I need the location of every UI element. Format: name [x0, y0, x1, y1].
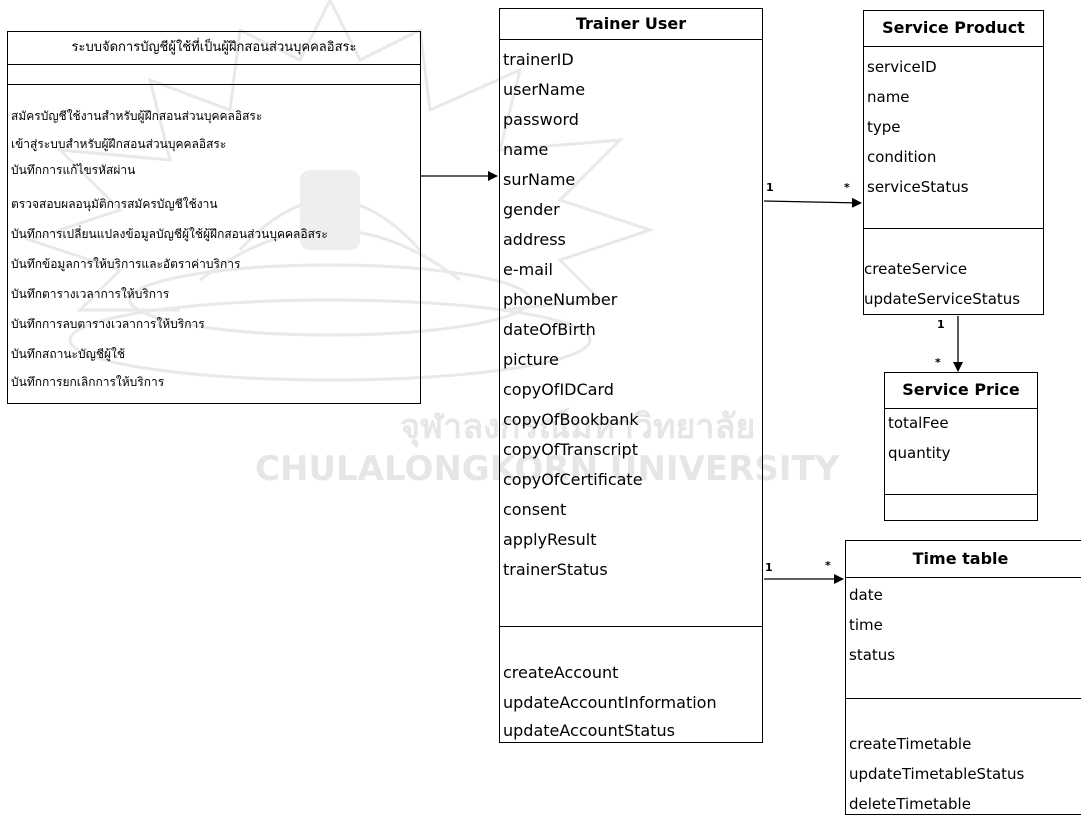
multiplicity-label: 1	[765, 561, 773, 574]
use-case-item: บันทึกการลบตารางเวลาการให้บริการ	[11, 317, 205, 331]
method: updateAccountStatus	[503, 721, 675, 740]
trainer-user-class: Trainer User trainerID userName password…	[499, 8, 763, 743]
attribute: surName	[503, 170, 576, 189]
use-case-box: ระบบจัดการบัญชีผู้ใช้ที่เป็นผู้ฝึกสอนส่ว…	[7, 31, 421, 404]
trainer-user-methods: createAccount updateAccountInformation u…	[500, 627, 762, 740]
attribute: copyOfCertificate	[503, 470, 643, 489]
time-table-class: Time table date time status createTimeta…	[845, 540, 1081, 815]
use-case-box-empty-section	[8, 65, 420, 85]
attribute: totalFee	[888, 414, 949, 432]
attribute: address	[503, 230, 566, 249]
method: createService	[864, 260, 968, 278]
method: updateTimetableStatus	[849, 765, 1025, 783]
attribute: name	[503, 140, 549, 159]
attribute: condition	[867, 148, 937, 166]
attribute: trainerID	[503, 50, 574, 69]
attribute: consent	[503, 500, 567, 519]
method: createTimetable	[849, 735, 972, 753]
use-case-item: บันทึกข้อมูลการให้บริการและอัตราค่าบริกา…	[11, 257, 241, 271]
use-case-box-items: สมัครบัญชีใช้งานสำหรับผู้ฝึกสอนส่วนบุคคล…	[8, 85, 420, 401]
attribute: serviceStatus	[867, 178, 969, 196]
attribute: trainerStatus	[503, 560, 608, 579]
service-product-title: Service Product	[864, 11, 1043, 47]
attribute: date	[849, 586, 883, 604]
use-case-item: บันทึกสถานะบัญชีผู้ใช้	[11, 347, 125, 361]
attribute: dateOfBirth	[503, 320, 596, 339]
multiplicity-label: *	[825, 559, 831, 572]
attribute: copyOfTranscript	[503, 440, 638, 459]
trainer-user-title: Trainer User	[500, 9, 762, 40]
attribute: status	[849, 646, 896, 664]
use-case-box-title: ระบบจัดการบัญชีผู้ใช้ที่เป็นผู้ฝึกสอนส่ว…	[8, 32, 420, 65]
use-case-item: เข้าสู่ระบบสำหรับผู้ฝึกสอนส่วนบุคคลอิสระ	[11, 137, 227, 151]
multiplicity-label: 1	[766, 181, 774, 194]
attribute: copyOfBookbank	[503, 410, 639, 429]
use-case-item: บันทึกการเปลี่ยนแปลงข้อมูลบัญชีผู้ใช้ผู้…	[11, 227, 328, 241]
service-price-title: Service Price	[885, 373, 1037, 409]
use-case-item: บันทึกการแก้ไขรหัสผ่าน	[11, 163, 136, 177]
attribute: phoneNumber	[503, 290, 618, 309]
multiplicity-label: *	[844, 181, 850, 194]
multiplicity-label: *	[935, 356, 941, 369]
time-table-attributes: date time status	[846, 578, 1081, 699]
service-product-class: Service Product serviceID name type cond…	[863, 10, 1044, 315]
attribute: type	[867, 118, 901, 136]
attribute: password	[503, 110, 579, 129]
method: deleteTimetable	[849, 795, 971, 813]
association-trainer-service	[763, 197, 862, 208]
multiplicity-label: 1	[937, 318, 945, 331]
service-price-attributes: totalFee quantity	[885, 409, 1037, 495]
trainer-user-attributes: trainerID userName password name surName…	[500, 40, 762, 627]
service-product-methods: createService updateServiceStatus	[864, 229, 1043, 313]
attribute: name	[867, 88, 910, 106]
method: createAccount	[503, 663, 619, 682]
use-case-item: สมัครบัญชีใช้งานสำหรับผู้ฝึกสอนส่วนบุคคล…	[11, 109, 263, 123]
attribute: picture	[503, 350, 559, 369]
method: updateServiceStatus	[864, 290, 1021, 308]
attribute: copyOfIDCard	[503, 380, 614, 399]
time-table-methods: createTimetable updateTimetableStatus de…	[846, 699, 1081, 813]
use-case-item: ตรวจสอบผลอนุมัติการสมัครบัญชีใช้งาน	[11, 197, 218, 211]
use-case-item: บันทึกการยกเลิกการให้บริการ	[11, 375, 165, 389]
attribute: userName	[503, 80, 586, 99]
attribute: e-mail	[503, 260, 553, 279]
time-table-title: Time table	[846, 541, 1081, 578]
attribute: applyResult	[503, 530, 597, 549]
service-price-class: Service Price totalFee quantity	[884, 372, 1038, 521]
attribute: quantity	[888, 444, 951, 462]
attribute: time	[849, 616, 883, 634]
attribute: serviceID	[867, 58, 937, 76]
use-case-item: บันทึกตารางเวลาการให้บริการ	[11, 287, 170, 301]
attribute: gender	[503, 200, 560, 219]
method: updateAccountInformation	[503, 693, 717, 712]
service-product-attributes: serviceID name type condition serviceSta…	[864, 47, 1043, 229]
